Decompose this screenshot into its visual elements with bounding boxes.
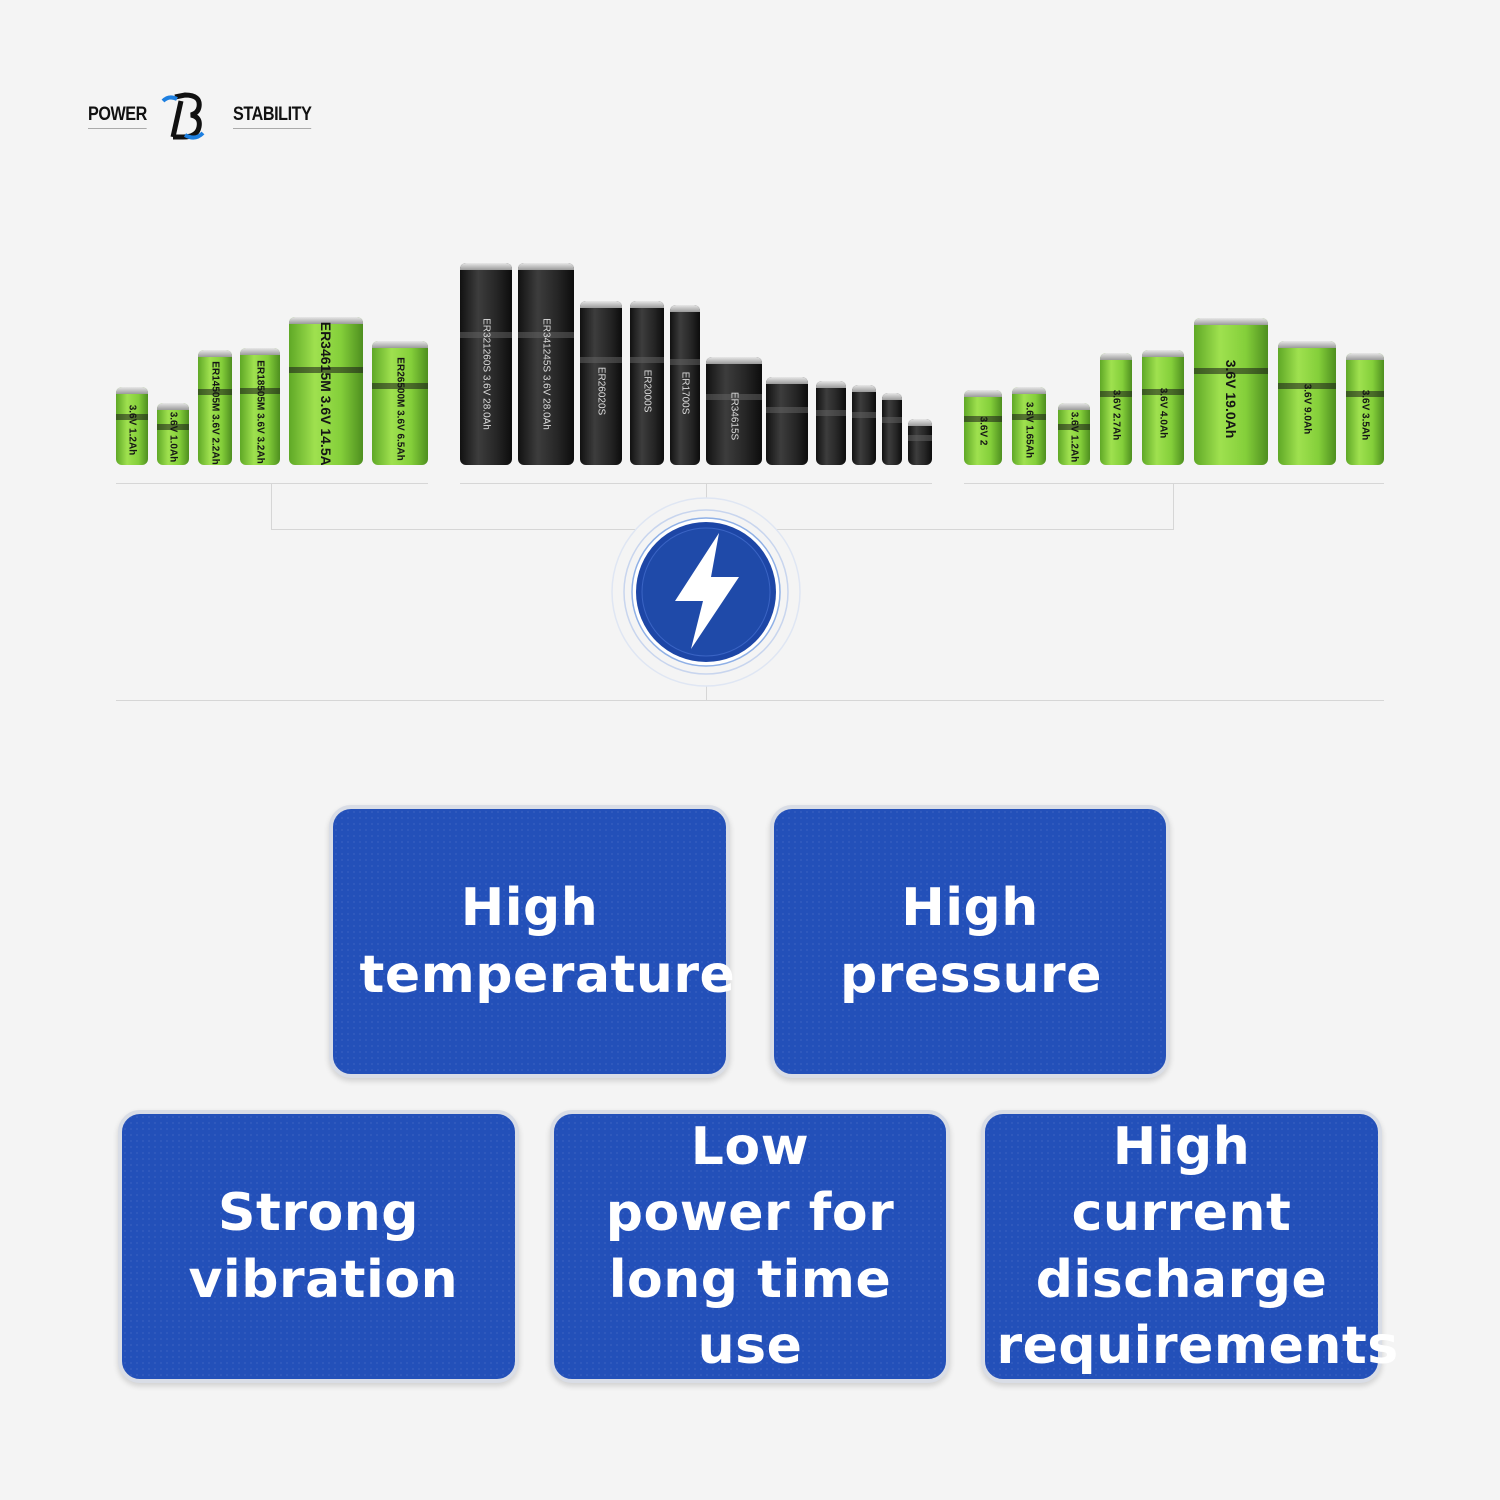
battery-band bbox=[706, 393, 762, 400]
battery-label: 3.6V 1.0Ah bbox=[167, 411, 179, 463]
feature-text: Low power for long time use bbox=[605, 1117, 895, 1376]
shelf-line-middle bbox=[460, 483, 932, 484]
connector-right-drop bbox=[1173, 483, 1174, 530]
battery-band bbox=[580, 356, 622, 363]
battery-band bbox=[882, 417, 902, 424]
feature-card-strong-vibration: Strong vibration bbox=[118, 1110, 519, 1383]
battery-cell: ER2000S bbox=[630, 301, 664, 465]
battery-band bbox=[460, 331, 512, 338]
battery-cell bbox=[882, 393, 902, 465]
battery-cell bbox=[908, 419, 932, 465]
battery-cell: 3.6V 2 bbox=[964, 390, 1002, 465]
battery-band bbox=[1194, 367, 1268, 374]
battery-label: ER321260S 3.6V 28.0Ah bbox=[480, 318, 492, 430]
battery-cell bbox=[766, 377, 808, 465]
battery-label: 3.6V 19.0Ah bbox=[1223, 359, 1239, 439]
battery-band bbox=[852, 412, 876, 419]
battery-cell: 3.6V 1.65Ah bbox=[1012, 387, 1046, 465]
feature-text: High current discharge requirements bbox=[996, 1117, 1399, 1376]
battery-label: 3.6V 4.0Ah bbox=[1157, 387, 1169, 439]
battery-cell: 3.6V 1.2Ah bbox=[116, 387, 148, 465]
battery-band bbox=[518, 331, 574, 338]
battery-cell: ER18505M 3.6V 3.2Ah bbox=[240, 348, 280, 465]
battery-band bbox=[1278, 383, 1336, 390]
battery-cell: 3.6V 1.2Ah bbox=[1058, 403, 1090, 465]
battery-label: 3.6V 1.65Ah bbox=[1023, 401, 1035, 458]
battery-label: 3.6V 9.0Ah bbox=[1301, 383, 1313, 435]
battery-band bbox=[1012, 413, 1046, 420]
battery-label: 3.6V 2.7Ah bbox=[1110, 389, 1122, 440]
feature-card-low-power: Low power for long time use bbox=[550, 1110, 950, 1383]
battery-cell: ER34615M 3.6V 14.5Ah bbox=[289, 317, 363, 465]
b-letter-logo-icon bbox=[161, 92, 205, 140]
battery-band bbox=[964, 415, 1002, 422]
battery-label: 3.6V 3.5Ah bbox=[1359, 389, 1371, 440]
battery-cell: ER26020S bbox=[580, 301, 622, 465]
battery-label: ER341245S 3.6V 28.0Ah bbox=[540, 318, 552, 430]
feature-card-high-temperature: High temperature bbox=[329, 805, 736, 1078]
battery-label: ER34615S bbox=[728, 392, 740, 441]
battery-cell: ER1700S bbox=[670, 305, 700, 465]
battery-label: ER2000S bbox=[641, 369, 653, 413]
shelf-line-right bbox=[964, 483, 1384, 484]
battery-cell: 3.6V 19.0Ah bbox=[1194, 318, 1268, 465]
battery-cell: ER26500M 3.6V 6.5Ah bbox=[372, 341, 428, 465]
battery-band bbox=[766, 406, 808, 413]
battery-label: 3.6V 1.2Ah bbox=[126, 404, 138, 456]
battery-band bbox=[1346, 391, 1384, 398]
divider-line bbox=[116, 700, 1384, 701]
battery-band bbox=[1100, 391, 1132, 398]
battery-label: ER26500M 3.6V 6.5Ah bbox=[394, 357, 406, 461]
feature-card-high-current: High current discharge requirements bbox=[981, 1110, 1399, 1383]
brand-header: POWER STABILITY bbox=[88, 88, 326, 144]
battery-band bbox=[630, 356, 664, 363]
battery-band bbox=[289, 367, 363, 374]
battery-cell bbox=[816, 381, 846, 465]
feature-card-high-pressure: High pressure bbox=[770, 805, 1170, 1078]
battery-cell: 3.6V 3.5Ah bbox=[1346, 353, 1384, 465]
battery-cell: ER14505M 3.6V 2.2Ah bbox=[198, 350, 232, 465]
battery-band bbox=[1058, 424, 1090, 431]
battery-band bbox=[908, 434, 932, 441]
battery-cell: ER341245S 3.6V 28.0Ah bbox=[518, 263, 574, 465]
feature-text: High temperature bbox=[359, 878, 736, 1005]
battery-band bbox=[372, 383, 428, 390]
brand-word-stability: STABILITY bbox=[233, 104, 312, 129]
battery-group-right: 3.6V 2 3.6V 1.65Ah 3.6V 1.2Ah 3.6V 2.7Ah 3.6… bbox=[964, 260, 1384, 465]
lightning-bolt-icon bbox=[611, 497, 801, 687]
battery-cell: 3.6V 1.0Ah bbox=[157, 403, 189, 465]
battery-label: ER34615M 3.6V 14.5Ah bbox=[318, 322, 334, 465]
battery-cell bbox=[852, 385, 876, 465]
battery-label: 3.6V 1.2Ah bbox=[1068, 411, 1080, 463]
battery-band bbox=[198, 389, 232, 396]
brand-word-power: POWER bbox=[88, 104, 147, 129]
battery-group-middle: ER321260S 3.6V 28.0Ah ER341245S 3.6V 28.0… bbox=[460, 260, 932, 465]
battery-band bbox=[240, 387, 280, 394]
battery-label: ER1700S bbox=[679, 371, 691, 415]
battery-cell: ER34615S bbox=[706, 357, 762, 465]
battery-group-left: 3.6V 1.2Ah 3.6V 1.0Ah ER14505M 3.6V 2.2Ah E… bbox=[116, 260, 428, 465]
battery-band bbox=[1142, 389, 1184, 396]
battery-cell: 3.6V 2.7Ah bbox=[1100, 353, 1132, 465]
battery-label: ER14505M 3.6V 2.2Ah bbox=[209, 361, 221, 465]
battery-label: ER18505M 3.6V 3.2Ah bbox=[254, 360, 266, 465]
feature-text: Strong vibration bbox=[188, 1183, 459, 1310]
feature-text: High pressure bbox=[840, 878, 1102, 1005]
battery-cell: 3.6V 9.0Ah bbox=[1278, 341, 1336, 465]
battery-label: 3.6V 2 bbox=[977, 416, 989, 446]
battery-band bbox=[670, 359, 700, 366]
battery-band bbox=[116, 413, 148, 420]
battery-band bbox=[816, 409, 846, 416]
battery-cell: ER321260S 3.6V 28.0Ah bbox=[460, 263, 512, 465]
connector-left-drop bbox=[271, 483, 272, 530]
battery-label: ER26020S bbox=[595, 367, 607, 416]
battery-band bbox=[157, 424, 189, 431]
battery-cell: 3.6V 4.0Ah bbox=[1142, 350, 1184, 465]
shelf-line-left bbox=[116, 483, 428, 484]
